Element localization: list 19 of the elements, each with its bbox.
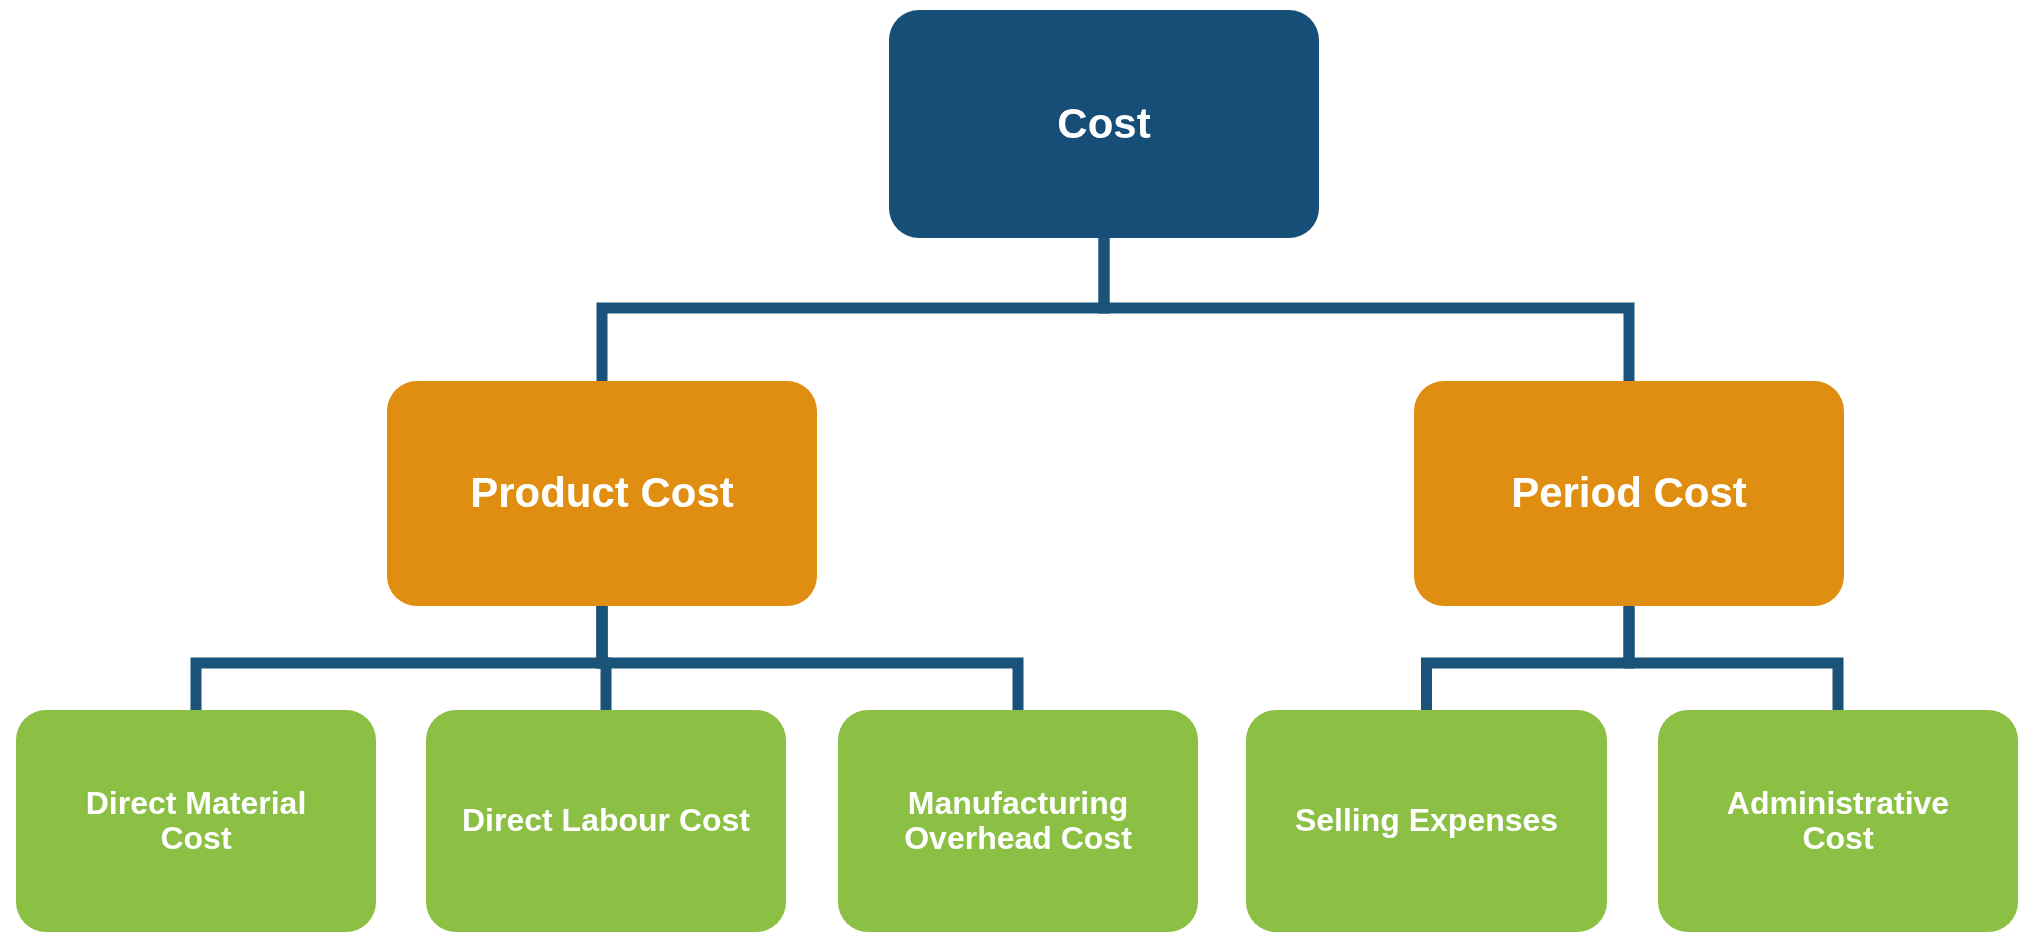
category-box [1414,381,1844,606]
leaf-box [838,710,1198,932]
node-label: Direct Labour Cost [462,803,750,839]
connector-line [1098,238,1635,381]
node-label: Period Cost [1511,470,1747,517]
category-box [387,381,817,606]
leaf-box [1658,710,2018,932]
node-label: Selling Expenses [1294,803,1559,839]
root-box [889,10,1319,238]
node-label: Manufacturing Overhead Cost [903,785,1133,857]
node-label: Cost [1057,100,1151,148]
leaf-box [1246,710,1607,932]
leaf-box [426,710,786,932]
connector-line [1623,606,1844,710]
connector-line [596,606,1024,710]
node-label: Product Cost [470,470,734,517]
node-label: Direct Material Cost [84,785,308,857]
leaf-box [16,710,376,932]
node-label: Administrative Cost [1725,785,1951,857]
